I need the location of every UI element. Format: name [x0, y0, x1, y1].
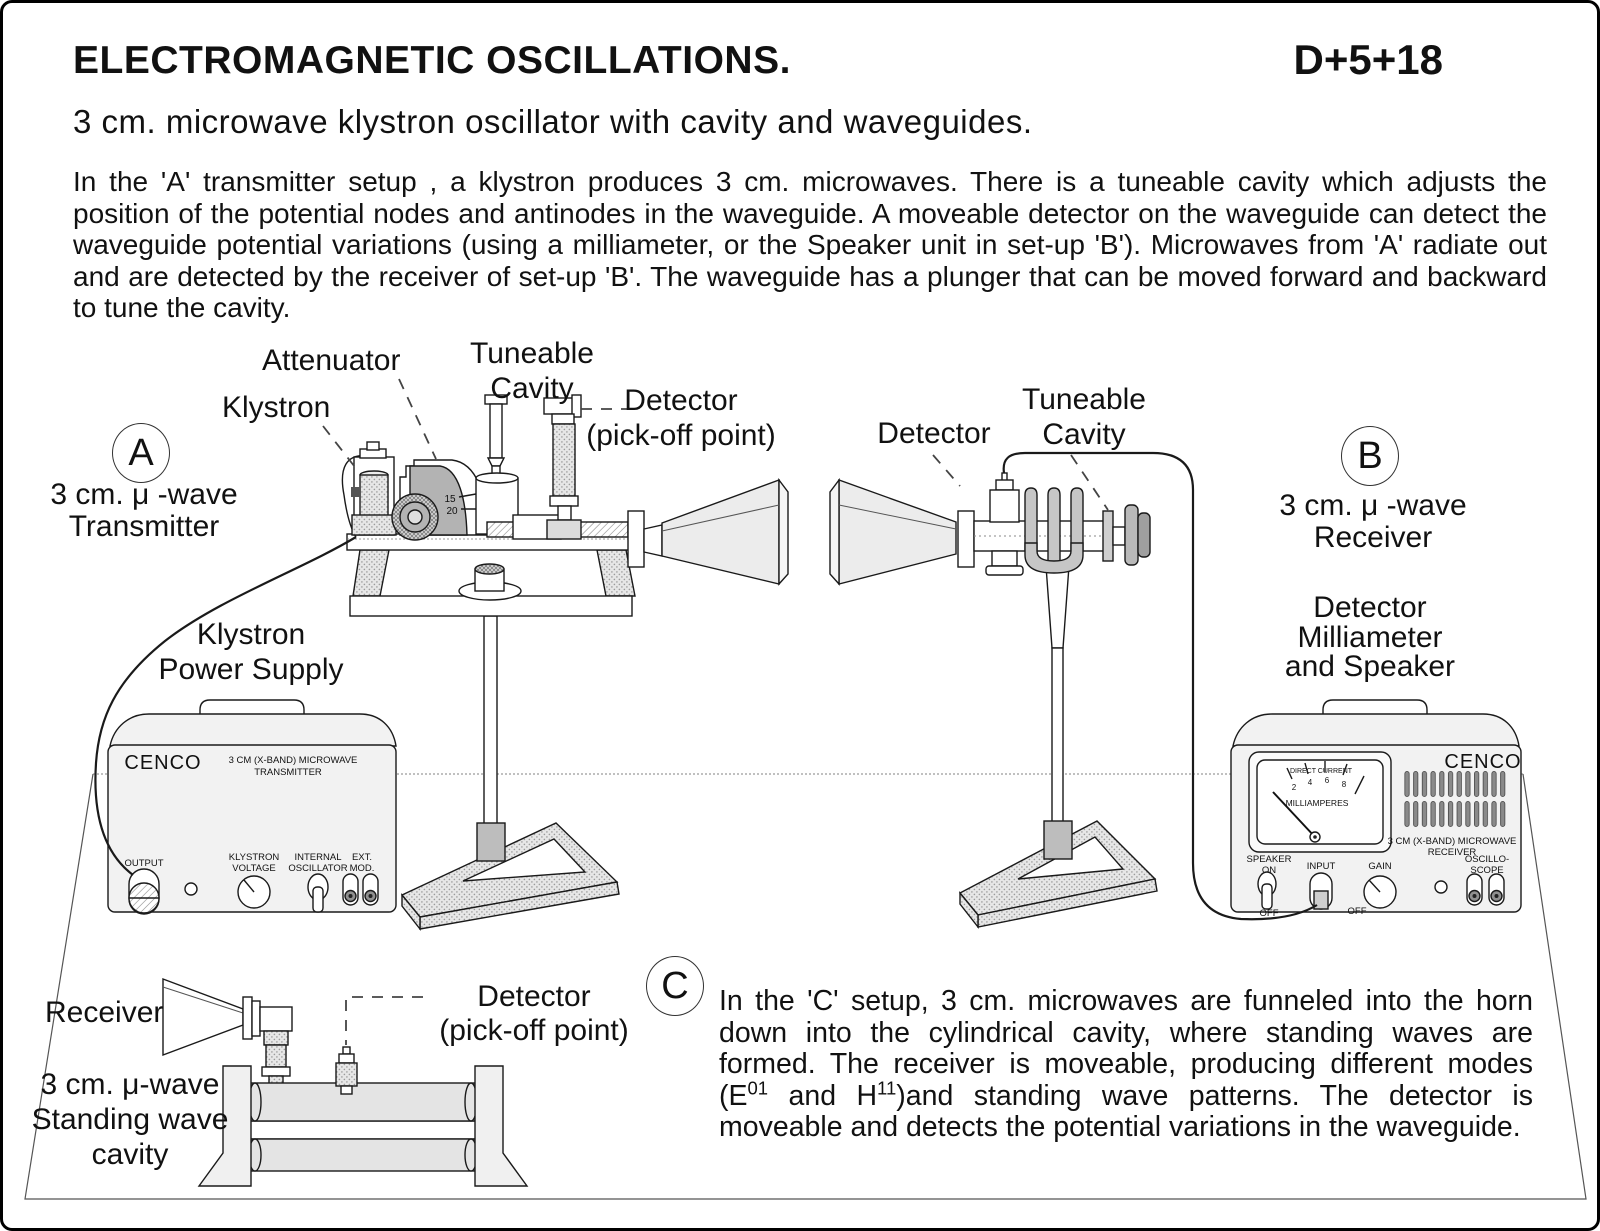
label-tuneable-cavity-a: Tuneable Cavity: [470, 337, 594, 405]
speaker-grille: [1402, 769, 1506, 829]
rx-speaker-2: ON: [1262, 865, 1276, 876]
horn-antenna-a: [643, 477, 789, 586]
rx-speaker-1: SPEAKER: [1247, 854, 1292, 865]
pilot-light: [1434, 880, 1448, 894]
tx-internal-osc-1: INTERNAL: [295, 852, 342, 863]
receiver-elbow-c: [259, 1006, 293, 1096]
receiver-assembly: [829, 472, 1151, 586]
rx-gain-off: OFF: [1348, 906, 1367, 917]
label-transmitter-name: 3 cm. μ -wave Transmitter: [50, 478, 238, 543]
rx-input-label: INPUT: [1307, 861, 1336, 872]
leader-lines: [322, 378, 1109, 1045]
detector-input-cable: [1002, 451, 1318, 921]
meter-tick-2: 2: [1292, 783, 1297, 792]
klystron-tube: [341, 441, 397, 538]
attenuator-unit: 15 20: [391, 459, 489, 541]
diagram-canvas: 15 20: [24, 378, 1587, 1200]
standing-wave-cavity-assembly: [162, 977, 529, 1187]
tx-output-label: OUTPUT: [124, 858, 163, 869]
intro-paragraph: In the 'A' transmitter setup , a klystro…: [73, 166, 1547, 323]
meter-needle: [1272, 791, 1316, 838]
tx-ext-mod-1: EXT.: [352, 852, 372, 863]
rx-oscilloscope-2: SCOPE: [1470, 865, 1503, 876]
rx-model-1: 3 CM (X-BAND) MICROWAVE: [1388, 836, 1517, 847]
badge-b: B: [1341, 426, 1399, 486]
leader-klystron: [322, 425, 359, 472]
tx-brand: CENCO: [124, 752, 201, 774]
leader-detector-c: [345, 996, 423, 1045]
fork-clamp: [1024, 487, 1084, 574]
meter-title: DIRECT CURRENT: [1290, 768, 1353, 775]
attenuator-scale-15: 15: [444, 494, 456, 505]
klystron-power-supply-unit: CENCO 3 CM (X-BAND) MICROWAVE TRANSMITTE…: [107, 699, 397, 915]
detector-probe-c: [335, 1046, 358, 1095]
page-title: ELECTROMAGNETIC OSCILLATIONS.: [73, 39, 791, 82]
detector-probe-a: [543, 394, 582, 540]
label-detector-c: Detector (pick-off point): [439, 980, 629, 1047]
klystron-power-cable: [94, 536, 357, 876]
label-receiver-c: Receiver: [45, 996, 164, 1029]
meter-tick-6: 6: [1325, 776, 1330, 785]
label-klystron-power-supply: Klystron Power Supply: [158, 618, 344, 686]
mode-superscript: 01: [747, 1077, 769, 1098]
mode-superscript: 11: [877, 1077, 897, 1098]
label-receiver-name: 3 cm. μ -wave Receiver: [1279, 489, 1467, 554]
receiver-stand: [958, 565, 1158, 930]
meter-tick-8: 8: [1342, 780, 1347, 789]
milliameter-meter: DIRECT CURRENT 2 4 6 8 MILLIAMPERES: [1248, 751, 1392, 853]
rx-model-2: RECEIVER: [1428, 847, 1477, 858]
label-klystron: Klystron: [222, 391, 331, 424]
demo-code: D+5+18: [1293, 36, 1443, 83]
detector-milliameter-unit: DIRECT CURRENT 2 4 6 8 MILLIAMPERES CENC…: [1230, 699, 1522, 919]
label-attenuator: Attenuator: [262, 344, 401, 377]
badge-c: C: [646, 956, 704, 1016]
badge-a: A: [112, 423, 170, 483]
tx-ext-mod-2: MOD.: [350, 863, 375, 874]
tuning-plunger-b: [1102, 504, 1151, 566]
leader-detector-b: [932, 454, 961, 487]
transmitter-stand: [400, 615, 620, 932]
label-standing-wave-cavity: 3 cm. μ-wave Standing wave cavity: [31, 1068, 229, 1171]
setup-c-paragraph: In the 'C' setup, 3 cm. microwaves are f…: [719, 985, 1533, 1143]
meter-tick-4: 4: [1308, 778, 1313, 787]
rx-oscilloscope-1: OSCILLO-: [1465, 854, 1509, 865]
transmitter-assembly: 15 20: [341, 394, 789, 617]
leader-attenuator: [398, 378, 437, 460]
tx-model-1: 3 CM (X-BAND) MICROWAVE: [229, 755, 358, 766]
rx-brand: CENCO: [1444, 751, 1521, 773]
attenuator-scale-20: 20: [446, 506, 458, 517]
tx-klystron-voltage-1: KLYSTRON: [229, 852, 280, 863]
tuneable-cavity-a: [475, 394, 519, 535]
label-tuneable-cavity-b: Tuneable Cavity: [1022, 383, 1146, 451]
tx-klystron-voltage-2: VOLTAGE: [232, 863, 275, 874]
label-detector-a: Detector (pick-off point): [586, 384, 776, 452]
horn-antenna-b: [829, 477, 957, 586]
meter-unit: MILLIAMPERES: [1286, 798, 1349, 808]
page-subtitle: 3 cm. microwave klystron oscillator with…: [73, 103, 1033, 140]
detector-probe-b: [985, 472, 1024, 576]
pilot-light: [184, 882, 198, 896]
tx-model-2: TRANSMITTER: [254, 767, 322, 778]
rx-speaker-off: OFF: [1260, 908, 1279, 919]
cylindrical-cavity: [197, 1065, 529, 1187]
tx-internal-osc-2: OSCILLATOR: [288, 863, 347, 874]
label-detector-milliameter: Detector Milliameter and Speaker: [1284, 591, 1456, 683]
label-detector-b: Detector: [877, 417, 991, 450]
rx-gain-label: GAIN: [1368, 861, 1391, 872]
